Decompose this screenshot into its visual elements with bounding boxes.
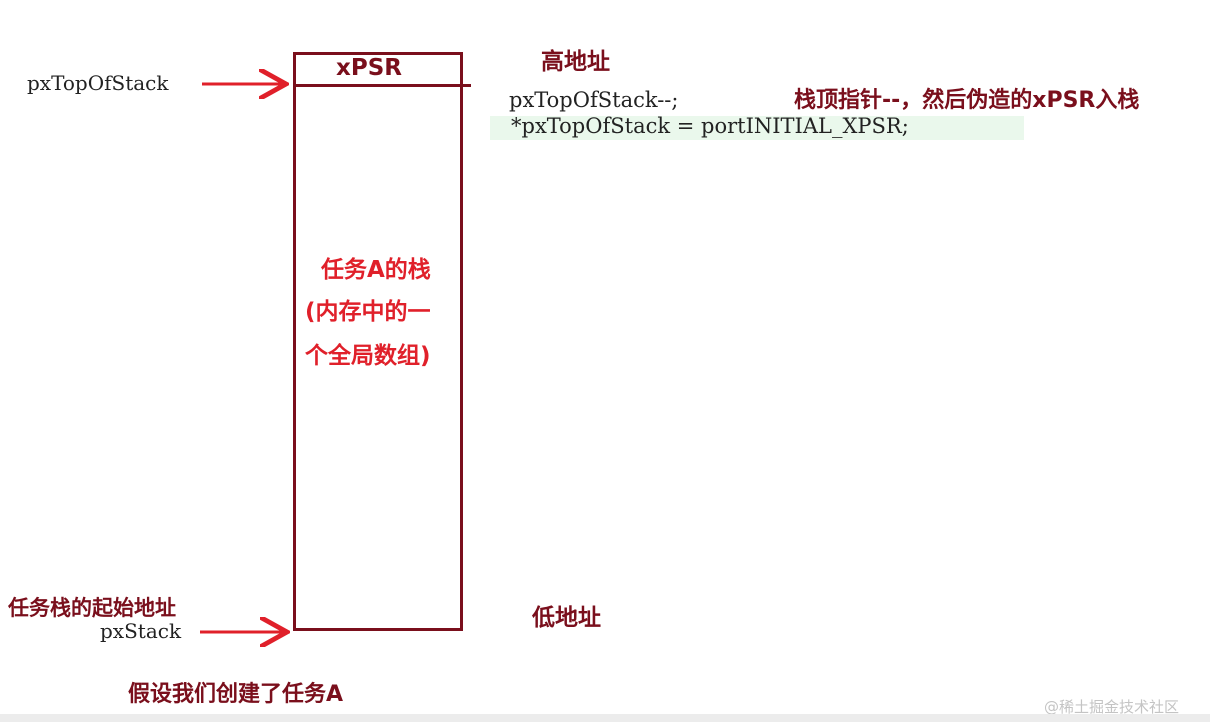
stack-body-label-line2: (内存中的一	[305, 299, 431, 325]
bottom-strip	[0, 714, 1210, 722]
code-line-highlight	[490, 116, 1024, 140]
code-line-1: pxTopOfStack--;	[509, 88, 679, 112]
code-annotation: 栈顶指针--，然后伪造的xPSR入栈	[794, 88, 1140, 113]
diagram-caption: 假设我们创建了任务A	[128, 682, 344, 707]
stack-body-label-line3: 个全局数组)	[305, 343, 431, 369]
high-address-label: 高地址	[541, 49, 610, 75]
stack-body-label-line1: 任务A的栈	[321, 257, 431, 283]
xpsr-cell-label: xPSR	[336, 55, 402, 81]
task-stack-box	[293, 52, 463, 631]
low-address-label: 低地址	[532, 605, 601, 631]
stack-top-divider	[293, 84, 471, 87]
top-pointer-label: pxTopOfStack	[27, 71, 169, 95]
bottom-pointer-label: pxStack	[100, 619, 182, 643]
start-address-label: 任务栈的起始地址	[8, 596, 176, 620]
watermark: @稀土掘金技术社区	[1044, 698, 1180, 716]
code-line-2: *pxTopOfStack = portINITIAL_XPSR;	[511, 114, 909, 138]
